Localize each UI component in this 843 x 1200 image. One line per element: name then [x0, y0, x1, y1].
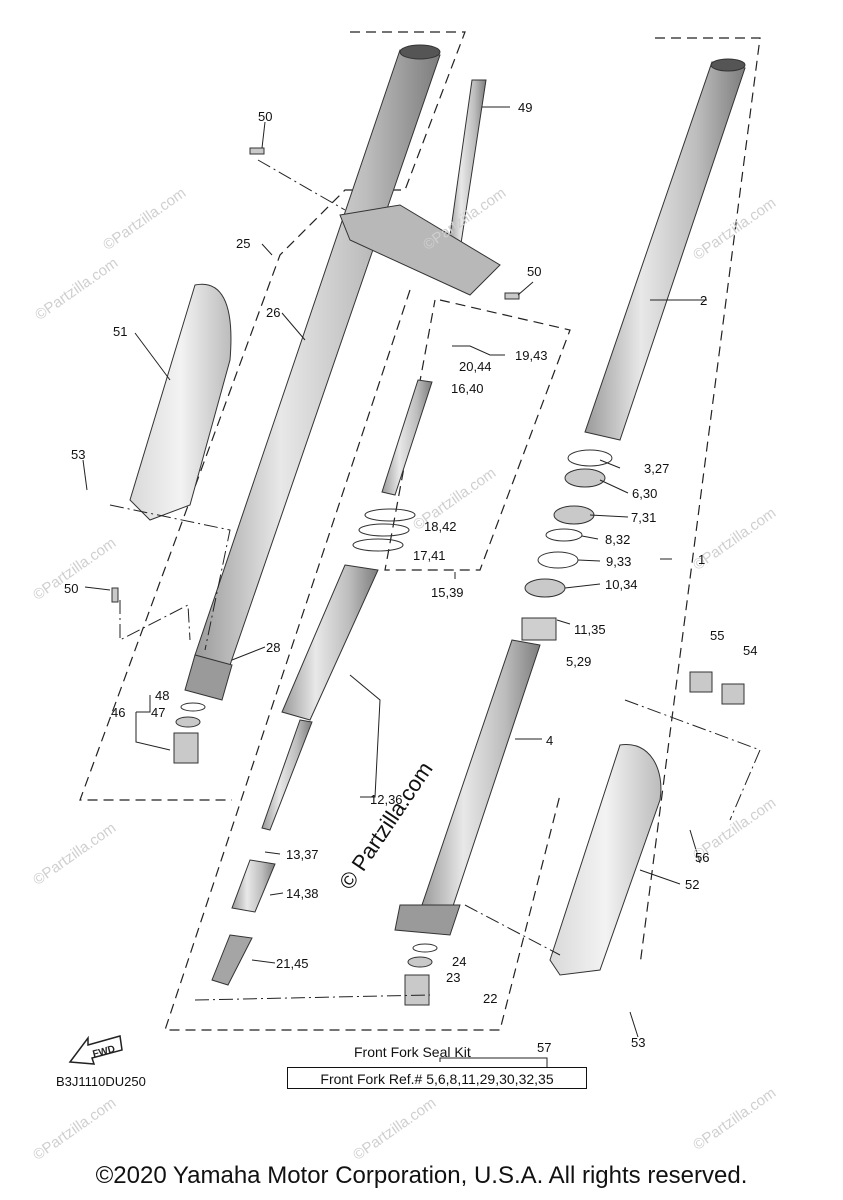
damper-rod	[352, 379, 433, 552]
part-label-47[interactable]: 47	[151, 705, 166, 720]
part-label-2[interactable]: 2	[700, 293, 708, 308]
part-label-8-32[interactable]: 8,32	[605, 532, 631, 547]
part-label-28[interactable]: 28	[266, 640, 281, 655]
cartridge	[211, 564, 379, 986]
part-label-48[interactable]: 48	[155, 688, 170, 703]
part-label-53[interactable]: 53	[71, 447, 86, 462]
part-label-25[interactable]: 25	[236, 236, 251, 251]
part-label-51[interactable]: 51	[113, 324, 128, 339]
part-label-52[interactable]: 52	[685, 877, 700, 892]
part-label-17-41[interactable]: 17,41	[413, 548, 446, 563]
part-label-15-39[interactable]: 15,39	[431, 585, 464, 600]
part-label-9-33[interactable]: 9,33	[606, 554, 632, 569]
left-fork-tube	[184, 44, 441, 701]
part-label-21-45[interactable]: 21,45	[276, 956, 309, 971]
right-inner-tube	[394, 639, 541, 936]
part-label-7-31[interactable]: 7,31	[631, 510, 657, 525]
part-label-16-40[interactable]: 16,40	[451, 381, 484, 396]
seal-kit-reference: Front Fork Ref.# 5,6,8,11,29,30,32,35	[287, 1067, 587, 1089]
part-label-53[interactable]: 53	[631, 1035, 646, 1050]
part-label-1[interactable]: 1	[698, 552, 706, 567]
part-label-54[interactable]: 54	[743, 643, 758, 658]
part-label-6-30[interactable]: 6,30	[632, 486, 658, 501]
part-label-11-35[interactable]: 11,35	[574, 622, 606, 637]
alignment-lines	[109, 159, 761, 1001]
part-label-46[interactable]: 46	[111, 705, 126, 720]
part-label-4[interactable]: 4	[546, 733, 554, 748]
part-label-14-38[interactable]: 14,38	[286, 886, 319, 901]
part-label-50[interactable]: 50	[258, 109, 273, 124]
part-label-49[interactable]: 49	[518, 100, 533, 115]
part-label-12-36[interactable]: 12,36	[370, 792, 403, 807]
part-label-22[interactable]: 22	[483, 991, 498, 1006]
part-label-24[interactable]: 24	[452, 954, 467, 969]
seal-kit-title: Front Fork Seal Kit	[354, 1044, 471, 1060]
part-label-50[interactable]: 50	[527, 264, 542, 279]
part-label-5-29[interactable]: 5,29	[566, 654, 592, 669]
right-outer-tube	[584, 58, 746, 441]
part-label-57[interactable]: 57	[537, 1040, 552, 1055]
part-label-26[interactable]: 26	[266, 305, 281, 320]
leader-lines	[82, 106, 707, 1067]
part-label-23[interactable]: 23	[446, 970, 461, 985]
part-label-56[interactable]: 56	[695, 850, 710, 865]
diagram-code: B3J1110DU250	[56, 1074, 146, 1089]
fork-guards	[129, 283, 662, 976]
copyright-notice: ©2020 Yamaha Motor Corporation, U.S.A. A…	[95, 1162, 748, 1189]
part-label-13-37[interactable]: 13,37	[286, 847, 319, 862]
part-label-3-27[interactable]: 3,27	[644, 461, 670, 476]
part-label-20-44[interactable]: 20,44	[459, 359, 492, 374]
part-label-18-42[interactable]: 18,42	[424, 519, 457, 534]
part-label-55[interactable]: 55	[710, 628, 725, 643]
steering-stem	[339, 79, 501, 296]
part-label-50[interactable]: 50	[64, 581, 79, 596]
forward-arrow-icon: FWD	[68, 1035, 123, 1065]
assembly-outlines	[79, 31, 761, 1031]
part-label-10-34[interactable]: 10,34	[605, 577, 638, 592]
seal-stack	[521, 449, 613, 641]
small-parts	[111, 147, 745, 1006]
part-label-19-43[interactable]: 19,43	[515, 348, 548, 363]
